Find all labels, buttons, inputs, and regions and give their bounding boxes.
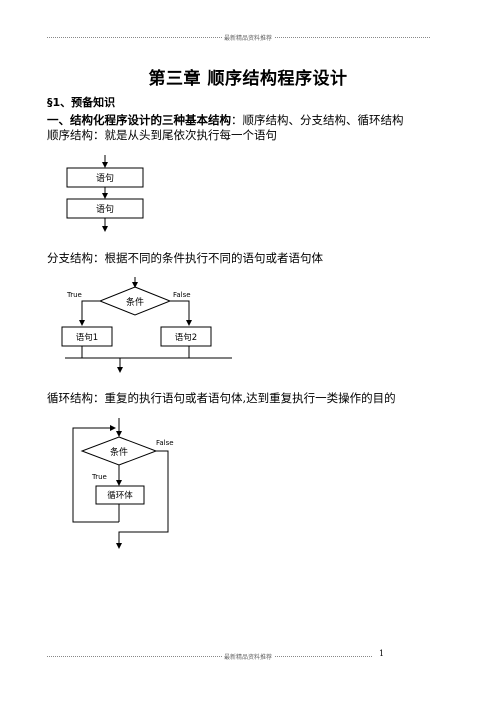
loop-true-label: True [91, 473, 107, 481]
branch-true-label: True [66, 291, 82, 299]
loop-exit-arrow [116, 450, 169, 549]
page-number: 1 [379, 649, 385, 658]
branch-box-2-label: 语句2 [175, 332, 197, 343]
loop-false-label: False [156, 439, 174, 447]
branch-box-1 [61, 326, 113, 347]
branch-box-2 [160, 326, 212, 347]
sequence-diagram [66, 155, 144, 232]
loop-body-box [95, 485, 145, 505]
footer-rule [47, 656, 372, 657]
loop-diagram [72, 418, 169, 549]
page-header: 最新精品资料推荐 [221, 35, 274, 42]
section-heading: §1、预备知识 [47, 96, 116, 109]
branch-description: 分支结构：根据不同的条件执行不同的语句或者语句体 [47, 251, 323, 265]
heading-prefix: 一、 [47, 113, 70, 127]
branch-box-1-label: 语句1 [76, 332, 98, 343]
branch-true-arrow [79, 300, 100, 326]
loop-back-arrow [72, 425, 119, 523]
sequence-description: 顺序结构：就是从头到尾依次执行每一个语句 [47, 128, 277, 142]
heading-rest: ：顺序结构、分支结构、循环结构 [231, 113, 404, 127]
branch-condition-label: 条件 [126, 296, 144, 308]
sequence-box-1-label: 语句 [96, 172, 114, 184]
heading-bold: 结构化程序设计的三种基本结构 [70, 113, 231, 127]
branch-false-label: False [173, 291, 191, 299]
branch-condition-diamond [98, 286, 172, 316]
branch-diagram [61, 277, 232, 373]
loop-body-label: 循环体 [107, 490, 133, 501]
structures-heading: 一、结构化程序设计的三种基本结构：顺序结构、分支结构、循环结构 [47, 112, 404, 128]
page-footer: 最新精品资料推荐 [221, 654, 274, 661]
branch-false-arrow [170, 300, 192, 326]
loop-condition-label: 条件 [110, 446, 128, 458]
loop-description: 循环结构：重复的执行语句或者语句体,达到重复执行一类操作的目的 [47, 391, 396, 405]
chapter-title: 第三章 顺序结构程序设计 [148, 69, 348, 89]
sequence-box-2-label: 语句 [96, 203, 114, 215]
